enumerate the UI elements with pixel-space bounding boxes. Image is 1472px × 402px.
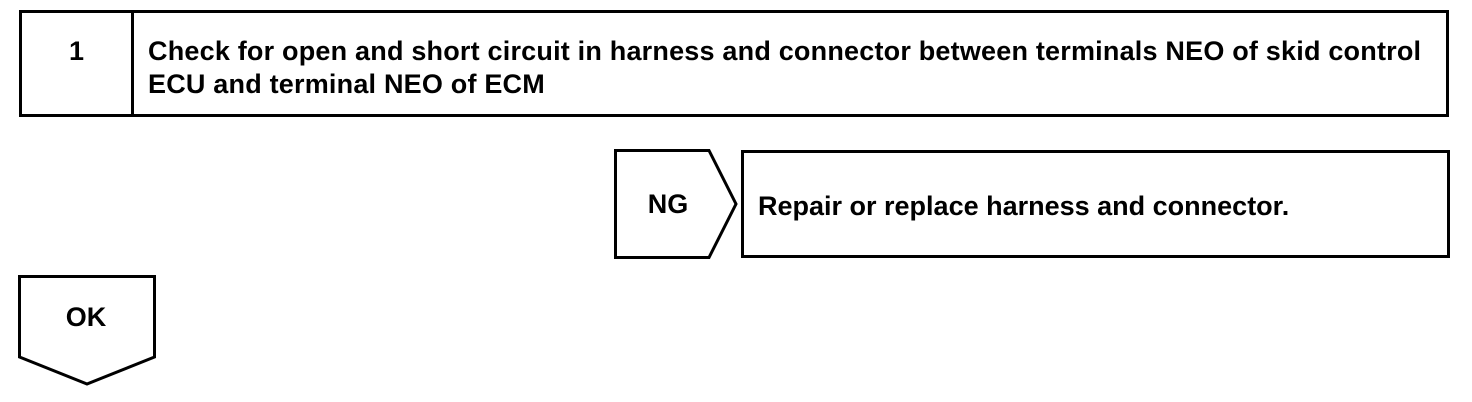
step-box: 1 Check for open and short circuit in ha…: [19, 10, 1449, 117]
ng-result-box: Repair or replace harness and connector.: [741, 150, 1450, 258]
ng-arrow: NG: [614, 149, 740, 259]
ok-label: OK: [65, 302, 107, 332]
step-number: 1: [22, 13, 134, 114]
ng-result-text: Repair or replace harness and connector.: [758, 191, 1290, 221]
ok-arrow-outline: [18, 275, 156, 386]
ng-arrow-outline: [614, 149, 738, 259]
step-description: Check for open and short circuit in harn…: [148, 36, 1422, 99]
ng-label: NG: [647, 189, 689, 219]
ok-arrow: OK: [18, 275, 156, 387]
